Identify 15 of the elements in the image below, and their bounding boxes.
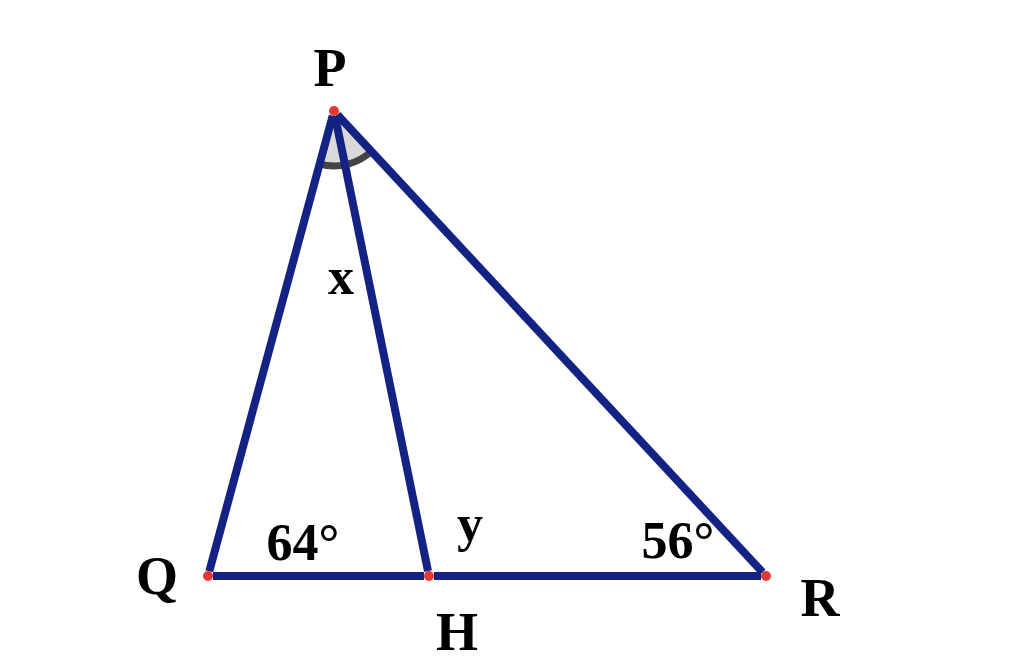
vertex-point [424, 571, 434, 581]
line-segment [331, 115, 432, 572]
angle-label: 56° [641, 515, 715, 567]
angle-label: x [328, 251, 354, 303]
vertex-point [329, 106, 339, 116]
angle-label: 64° [266, 517, 340, 569]
angle-label: y [457, 498, 483, 550]
line-segment [434, 572, 761, 580]
vertex-point [761, 571, 771, 581]
vertex-label: R [800, 571, 840, 625]
vertex-label: Q [136, 549, 178, 603]
vertex-label: P [313, 41, 347, 95]
line-segment [213, 572, 424, 580]
vertex-point [203, 571, 213, 581]
vertex-label: H [436, 605, 478, 659]
